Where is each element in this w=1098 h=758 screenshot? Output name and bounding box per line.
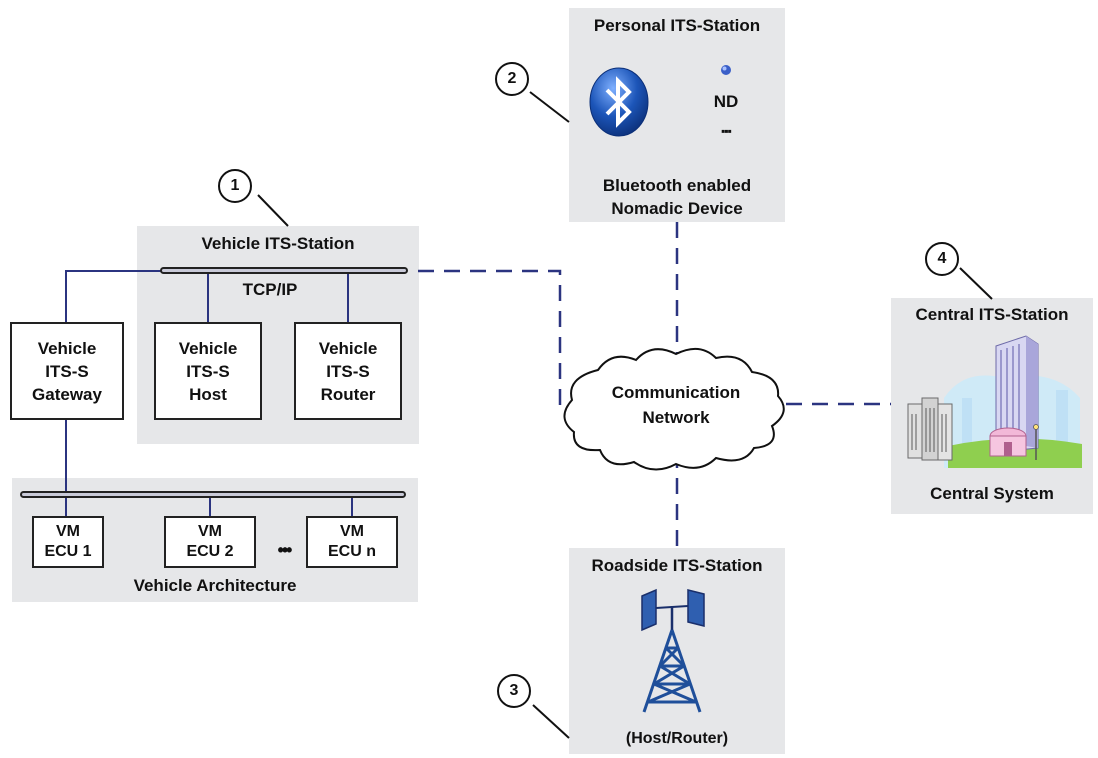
gateway-line2: ITS-S (45, 361, 89, 381)
vehicle-its-station-title: Vehicle ITS-Station (201, 234, 355, 253)
callout-1-leader (257, 194, 289, 227)
vehicle-its-s-gateway-box: Vehicle ITS-S Gateway (10, 322, 124, 420)
central-building-icon (907, 335, 1082, 468)
router-line2: ITS-S (326, 361, 370, 381)
communication-network-cloud (563, 347, 785, 471)
callout-2-leader (529, 91, 570, 123)
callout-4-leader (959, 267, 993, 300)
personal-its-station-title: Personal ITS-Station (593, 16, 761, 35)
personal-desc-line1: Bluetooth enabled (602, 176, 752, 195)
gateway-line1: Vehicle (37, 338, 97, 358)
tcpip-bus (160, 267, 408, 274)
tcpip-label: TCP/IP (242, 280, 298, 299)
callout-3: 3 (497, 674, 531, 708)
host-line3: Host (189, 384, 227, 404)
router-line1: Vehicle (318, 338, 378, 358)
network-line2: Network (642, 408, 710, 427)
vehicle-its-s-router-box: Vehicle ITS-S Router (294, 322, 402, 420)
gateway-line3: Gateway (32, 384, 102, 404)
vm-ecu-1-box: VM ECU 1 (32, 516, 104, 568)
ecun-line1: VM (340, 523, 364, 540)
ecu2-line1: VM (198, 523, 222, 540)
ecun-line2: ECU n (328, 543, 376, 560)
central-its-station-title: Central ITS-Station (915, 305, 1069, 324)
callout-2: 2 (495, 62, 529, 96)
vm-ecu-2-box: VM ECU 2 (164, 516, 256, 568)
ecu1-line2: ECU 1 (44, 543, 92, 560)
host-line1: Vehicle (178, 338, 238, 358)
vm-ecu-n-box: VM ECU n (306, 516, 398, 568)
nd-label: ND (713, 92, 739, 111)
personal-desc-line2: Nomadic Device (611, 199, 743, 218)
gateway-to-tcpip-link (65, 270, 162, 322)
router-line3: Router (320, 384, 376, 404)
more-ecus-dots: ••• (277, 540, 293, 560)
callout-3-leader (532, 704, 570, 739)
network-line1: Communication (611, 383, 741, 402)
bluetooth-icon (589, 67, 649, 137)
vehicle-architecture-title: Vehicle Architecture (133, 576, 297, 595)
roadside-its-station-title: Roadside ITS-Station (591, 556, 763, 575)
more-devices-dots: ▪▪▪ (721, 124, 732, 138)
antenna-tower-icon (641, 588, 705, 713)
callout-4: 4 (925, 242, 959, 276)
vehicle-to-network-dashed-link (418, 269, 562, 410)
ecu2-line2: ECU 2 (186, 543, 234, 560)
vehicle-its-s-host-box: Vehicle ITS-S Host (154, 322, 262, 420)
ecu1-line1: VM (56, 523, 80, 540)
host-line2: ITS-S (186, 361, 230, 381)
vehicle-bus (20, 491, 406, 498)
small-device-icon (721, 65, 731, 75)
central-system-label: Central System (930, 484, 1054, 503)
roadside-host-router-label: (Host/Router) (625, 730, 729, 747)
callout-1: 1 (218, 169, 252, 203)
